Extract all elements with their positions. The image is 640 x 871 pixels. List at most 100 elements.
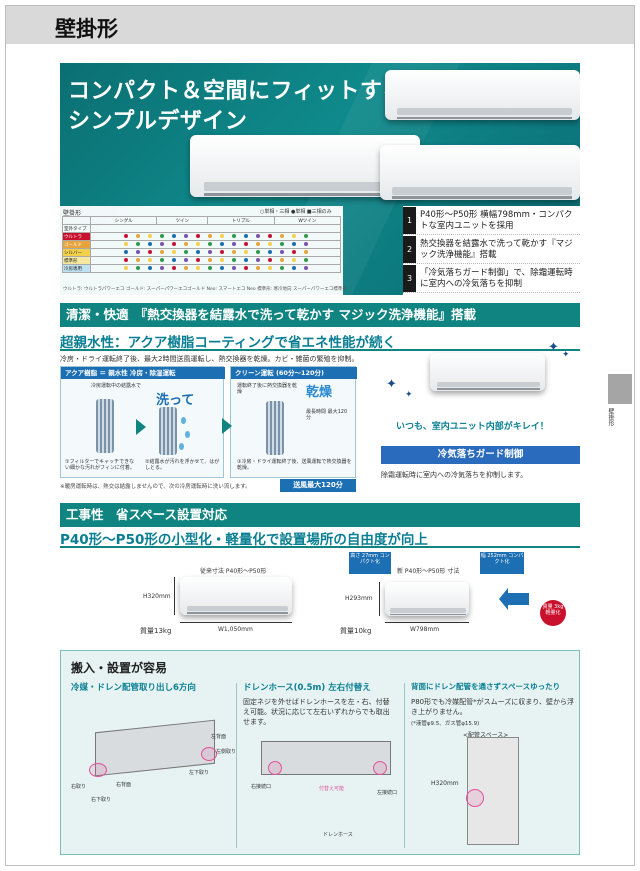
availability-dot: [267, 249, 272, 254]
availability-dot: [183, 257, 188, 262]
arrow-left-icon: [499, 588, 529, 610]
new-width: W798mm: [410, 626, 440, 633]
rear-space-label: <配管スペース>: [463, 732, 509, 739]
availability-dot: [303, 265, 308, 270]
availability-dot: [219, 265, 224, 270]
availability-dot: [243, 265, 248, 270]
piping-direction-label: 左側取り: [216, 749, 237, 755]
drain-sketch-image: [261, 741, 391, 775]
width-reduction-badge: 幅 252mm コンパクト化: [480, 552, 524, 574]
lineup-group: シングル: [89, 216, 158, 225]
max-airflow-badge: 送風最大120分: [280, 479, 356, 492]
dry-duration: 最長時間 最大120分: [306, 409, 348, 421]
availability-dot: [267, 257, 272, 262]
dry-word: 乾燥: [306, 385, 333, 400]
old-height: H320mm: [143, 593, 171, 600]
wash-word: 洗って: [156, 393, 195, 408]
availability-dot: [303, 257, 308, 262]
availability-dot: [303, 241, 308, 246]
divider: [60, 546, 580, 548]
availability-dot: [243, 241, 248, 246]
availability-dot: [147, 257, 152, 262]
water-drop-icon: [179, 443, 184, 450]
availability-dot: [303, 233, 308, 238]
availability-dot: [171, 233, 176, 238]
footnote: ※暖房運転時は、熱交は結露しませんので、次の冷房運転時に洗い流します。: [60, 484, 251, 490]
availability-dot: [159, 265, 164, 270]
availability-dot: [135, 257, 140, 262]
pipe-marker: [466, 789, 484, 807]
availability-dot: [207, 241, 212, 246]
availability-dot: [279, 257, 284, 262]
lineup-dots: [90, 232, 341, 241]
sparkle-icon: ✦: [386, 377, 397, 392]
lineup-row: 室外タイプ: [62, 224, 341, 233]
drain-label: 左接続口: [377, 790, 398, 796]
water-drop-icon: [185, 431, 190, 438]
availability-dot: [279, 249, 284, 254]
rear-space-text: P80形でも冷媒配管*がスムーズに収まり、壁から浮き上がりません。: [411, 698, 574, 716]
wash-panel: アクア樹脂 ＝ 親水性 冷房・除湿運転 冷房運転中の結露水で 洗って ①フィルタ…: [60, 366, 225, 478]
divider: [60, 349, 580, 351]
page-title: 壁掛形: [55, 17, 118, 41]
wash-caption: ①フィルターでキャッチできない細かな汚れがフィンに付着。: [65, 459, 135, 471]
fin-image: [96, 399, 114, 453]
availability-dot: [195, 265, 200, 270]
availability-dot: [291, 257, 296, 262]
cold-guard-body: 除霜運転時に室内への冷気落ちを抑制します。: [381, 471, 528, 479]
availability-dot: [159, 249, 164, 254]
lineup-legend: ○単相・三相 ●単相 ■三相のみ: [260, 209, 332, 215]
availability-dot: [159, 241, 164, 246]
new-ac-unit-image: [385, 582, 469, 616]
weight-reduction-badge: 質量 3kg 軽量化: [540, 600, 566, 626]
availability-dot: [291, 265, 296, 270]
availability-dot: [255, 233, 260, 238]
lineup-footnote: ウルトラ: ウルトラパワーエコ ゴールド: スーパーパワーエコゴールド Neo:…: [63, 287, 347, 292]
hero-panel: コンパクト＆空間にフィットする シンプルデザイン 壁掛形 ○単相・三相 ●単相 …: [60, 63, 580, 295]
drain-port-marker: [268, 761, 282, 775]
availability-dot: [291, 241, 296, 246]
ac-unit-image: [380, 145, 580, 200]
availability-dot: [147, 241, 152, 246]
drain-title: ドレンホース(0.5m) 左右付替え: [243, 683, 371, 693]
section-body: 冷房・ドライ運転終了後、最大2時間送風運転し、熱交換器を乾燥。カビ・雑菌の繁殖を…: [60, 355, 359, 363]
unit-sketch-image: [95, 719, 215, 777]
piping-direction-label: 左下取り: [189, 770, 210, 776]
fin-image: [266, 401, 284, 455]
availability-dot: [123, 249, 128, 254]
availability-dot: [231, 257, 236, 262]
dimension-line: [174, 577, 175, 615]
availability-dot: [207, 257, 212, 262]
sparkle-icon: ✦: [405, 390, 413, 400]
hero-title: コンパクト＆空間にフィットする シンプルデザイン: [68, 77, 405, 137]
availability-dot: [195, 233, 200, 238]
sparkle-icon: ✦: [548, 340, 559, 355]
dry-sub: 運転終了後に熱交換器を乾燥: [237, 383, 298, 395]
availability-dot: [147, 249, 152, 254]
availability-dot: [291, 249, 296, 254]
dry-panel-header: クリーン運転 (60分〜120分): [231, 367, 357, 379]
side-index-tab: [608, 374, 632, 404]
availability-dot: [279, 233, 284, 238]
column-divider: [404, 683, 405, 848]
old-size-label: 従来寸法 P40形〜P50形: [200, 568, 267, 575]
arrow-right-icon: [136, 419, 146, 435]
availability-dot: [255, 241, 260, 246]
section-heading: P40形〜P50形の小型化・軽量化で設置場所の自由度が向上: [60, 532, 428, 548]
availability-dot: [231, 265, 236, 270]
old-width: W1,050mm: [218, 626, 253, 633]
availability-dot: [171, 249, 176, 254]
lineup-dots: [90, 240, 341, 249]
lineup-table-panel: 壁掛形 ○単相・三相 ●単相 ■三相のみ シングル ツイン トリプル Wツイン …: [60, 206, 347, 295]
arrow-right-icon: [222, 418, 232, 434]
piping-direction-label: 右下取り: [91, 797, 112, 803]
dimension-line: [379, 582, 380, 616]
lineup-label: 壁掛形: [63, 210, 82, 217]
availability-dot: [147, 233, 152, 238]
new-size-label: 新 P40形〜P50形 寸法: [397, 568, 460, 575]
availability-dot: [123, 265, 128, 270]
availability-dot: [135, 233, 140, 238]
